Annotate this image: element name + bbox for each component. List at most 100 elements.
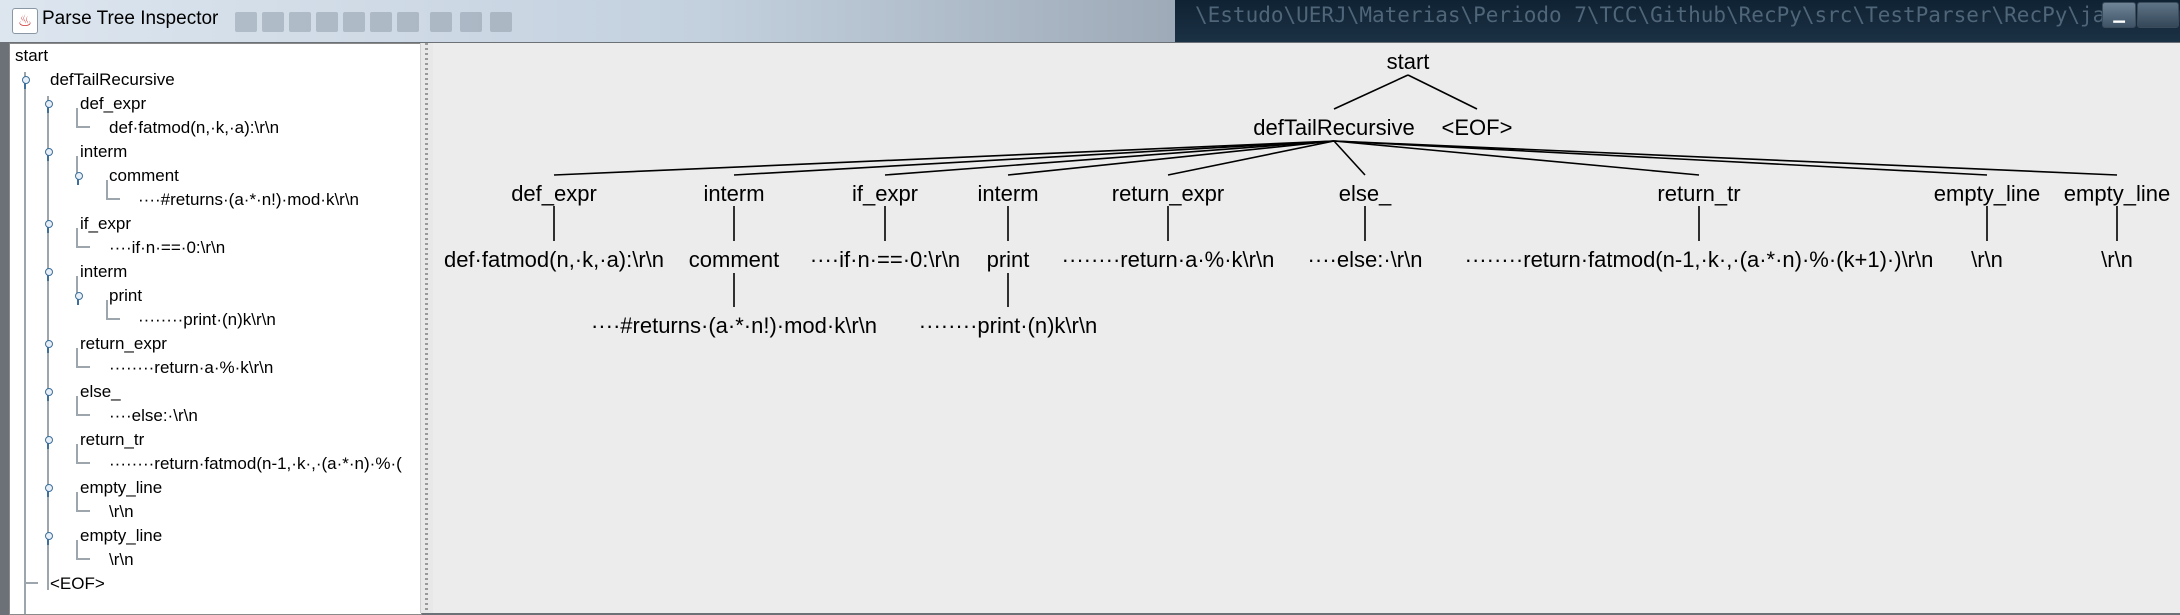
tree-guide-line <box>24 72 26 614</box>
tree-guide-line <box>76 228 78 246</box>
outline-node-empty-line[interactable]: empty_line <box>80 478 163 497</box>
tree-guide-line <box>76 558 90 560</box>
tree-node-eof[interactable]: <EOF> <box>1441 115 1513 140</box>
tree-node-interm[interactable]: interm <box>703 181 765 206</box>
expand-handle-icon[interactable] <box>43 436 53 449</box>
tree-guide-line <box>76 510 90 512</box>
tree-node-empty-line[interactable]: empty_line <box>1933 181 2041 206</box>
expand-handle-icon[interactable] <box>73 292 83 305</box>
ghost-toolbar-icon <box>490 12 512 32</box>
expand-handle-icon[interactable] <box>43 388 53 401</box>
expand-handle-icon[interactable] <box>43 484 53 497</box>
outline-node-eof[interactable]: <EOF> <box>50 574 105 593</box>
expand-handle-icon[interactable] <box>73 172 83 185</box>
tree-leaf-comment[interactable]: ····#returns·(a·*·n!)·mod·k\r\n <box>590 313 878 338</box>
ghost-toolbar-icon <box>262 12 284 32</box>
ghost-toolbar-icon <box>316 12 338 32</box>
outline-leaf-else[interactable]: ····else:·\r\n <box>109 406 198 425</box>
tree-edge <box>733 140 1335 176</box>
expand-handle-icon[interactable] <box>43 148 53 161</box>
tree-node-def-expr[interactable]: def_expr <box>511 181 597 206</box>
tree-edge <box>1333 74 1409 110</box>
tree-node-interm[interactable]: interm <box>977 181 1039 206</box>
title-bar[interactable]: \Estudo\UERJ\Materias\Periodo 7\TCC\Gith… <box>0 0 2180 42</box>
outline-leaf-empty-line[interactable]: \r\n <box>109 550 134 569</box>
split-pane-divider[interactable] <box>420 43 434 613</box>
tree-leaf-empty-line[interactable]: \r\n <box>2101 247 2133 272</box>
ghost-toolbar-icon <box>370 12 392 32</box>
close-button[interactable] <box>2137 2 2179 28</box>
tree-node-else[interactable]: else_ <box>1338 181 1392 206</box>
tree-edge <box>1167 140 1335 176</box>
outline-leaf-return-tr[interactable]: ········return·fatmod(n-1,·k·,·(a·*·n)·%… <box>109 454 402 473</box>
outline-node-def-expr[interactable]: def_expr <box>80 94 147 113</box>
parse-tree-canvas[interactable]: start defTailRecursive <EOF> def_expr in… <box>433 43 2180 613</box>
expand-handle-icon[interactable] <box>43 220 53 233</box>
tree-guide-line <box>106 180 108 198</box>
tree-node-print[interactable]: print <box>986 247 1030 272</box>
outline-leaf-return-expr[interactable]: ········return·a·%·k\r\n <box>109 358 274 377</box>
parse-tree-edges <box>553 74 2118 307</box>
outline-leaf-comment[interactable]: ····#returns·(a·*·n!)·mod·k\r\n <box>138 190 360 209</box>
tree-node-empty-line[interactable]: empty_line <box>2063 181 2171 206</box>
expand-handle-icon[interactable] <box>43 268 53 281</box>
outline-node-if-expr[interactable]: if_expr <box>80 214 132 233</box>
outline-node-else[interactable]: else_ <box>80 382 121 401</box>
expand-handle-icon[interactable] <box>43 100 53 113</box>
window-title: Parse Tree Inspector <box>42 8 219 29</box>
tree-edge <box>1333 140 2118 176</box>
tree-guide-line <box>76 126 90 128</box>
outline-leaf-empty-line[interactable]: \r\n <box>109 502 134 521</box>
expand-handle-icon[interactable] <box>43 532 53 545</box>
expand-handle-icon[interactable] <box>43 340 53 353</box>
tree-guide-line <box>76 348 78 366</box>
tree-node-deftailrecursive[interactable]: defTailRecursive <box>1253 115 1415 140</box>
tree-guide-line <box>76 156 78 174</box>
outline-leaf-print[interactable]: ········print·(n)k\r\n <box>138 310 276 329</box>
outline-leaf-if-expr[interactable]: ····if·n·==·0:\r\n <box>109 238 226 257</box>
tree-edge <box>553 140 1335 176</box>
outline-node-start[interactable]: start <box>15 46 49 65</box>
tree-edge <box>884 140 1335 176</box>
tree-node-start[interactable]: start <box>1386 49 1430 74</box>
tree-edge <box>1333 140 1700 176</box>
background-console <box>1175 0 2180 42</box>
tree-guide-line <box>76 444 78 462</box>
outline-node-empty-line[interactable]: empty_line <box>80 526 163 545</box>
outline-node-interm[interactable]: interm <box>80 262 128 281</box>
tree-guide-line <box>76 276 78 294</box>
outline-node-interm[interactable]: interm <box>80 142 128 161</box>
tree-guide-line <box>76 414 90 416</box>
title-bar-glass <box>0 0 1175 42</box>
tree-leaf-print[interactable]: ········print·(n)k\r\n <box>918 313 1098 338</box>
ghost-toolbar-icon <box>289 12 311 32</box>
outline-node-print[interactable]: print <box>109 286 143 305</box>
outline-tree-panel[interactable]: start defTailRecursive def_expr def·fatm… <box>9 43 422 615</box>
ghost-toolbar-icon <box>430 12 452 32</box>
tree-leaf-else[interactable]: ····else:·\r\n <box>1307 247 1423 272</box>
tree-node-return-expr[interactable]: return_expr <box>1111 181 1225 206</box>
tree-leaf-empty-line[interactable]: \r\n <box>1971 247 2003 272</box>
tree-edge <box>1007 140 1335 176</box>
tree-guide-line <box>76 396 78 414</box>
tree-edge <box>1407 74 1478 110</box>
tree-node-if-expr[interactable]: if_expr <box>851 181 919 206</box>
minimize-button[interactable]: ▁ <box>2102 2 2136 28</box>
outline-node-comment[interactable]: comment <box>109 166 179 185</box>
tree-guide-line <box>106 318 120 320</box>
tree-leaf-return-expr[interactable]: ········return·a·%·k\r\n <box>1061 247 1275 272</box>
tree-node-comment[interactable]: comment <box>688 247 780 272</box>
tree-leaf-return-tr[interactable]: ········return·fatmod(n-1,·k·,·(a·*·n)·%… <box>1464 247 1934 272</box>
outline-leaf-def-expr[interactable]: def·fatmod(n,·k,·a):\r\n <box>109 118 280 137</box>
background-console-text: \Estudo\UERJ\Materias\Periodo 7\TCC\Gith… <box>1195 3 2180 27</box>
tree-leaf-if-expr[interactable]: ····if·n·==·0:\r\n <box>809 247 961 272</box>
tree-node-return-tr[interactable]: return_tr <box>1657 181 1741 206</box>
outline-node-return-tr[interactable]: return_tr <box>80 430 145 449</box>
ghost-toolbar-icon <box>343 12 365 32</box>
outline-node-return-expr[interactable]: return_expr <box>80 334 167 353</box>
expand-handle-icon[interactable] <box>20 76 30 89</box>
tree-leaf-def-expr[interactable]: def·fatmod(n,·k,·a):\r\n <box>443 247 665 272</box>
java-app-icon[interactable]: ♨ <box>12 8 38 34</box>
tree-guide-line <box>76 462 90 464</box>
outline-node-deftailrecursive[interactable]: defTailRecursive <box>50 70 175 89</box>
